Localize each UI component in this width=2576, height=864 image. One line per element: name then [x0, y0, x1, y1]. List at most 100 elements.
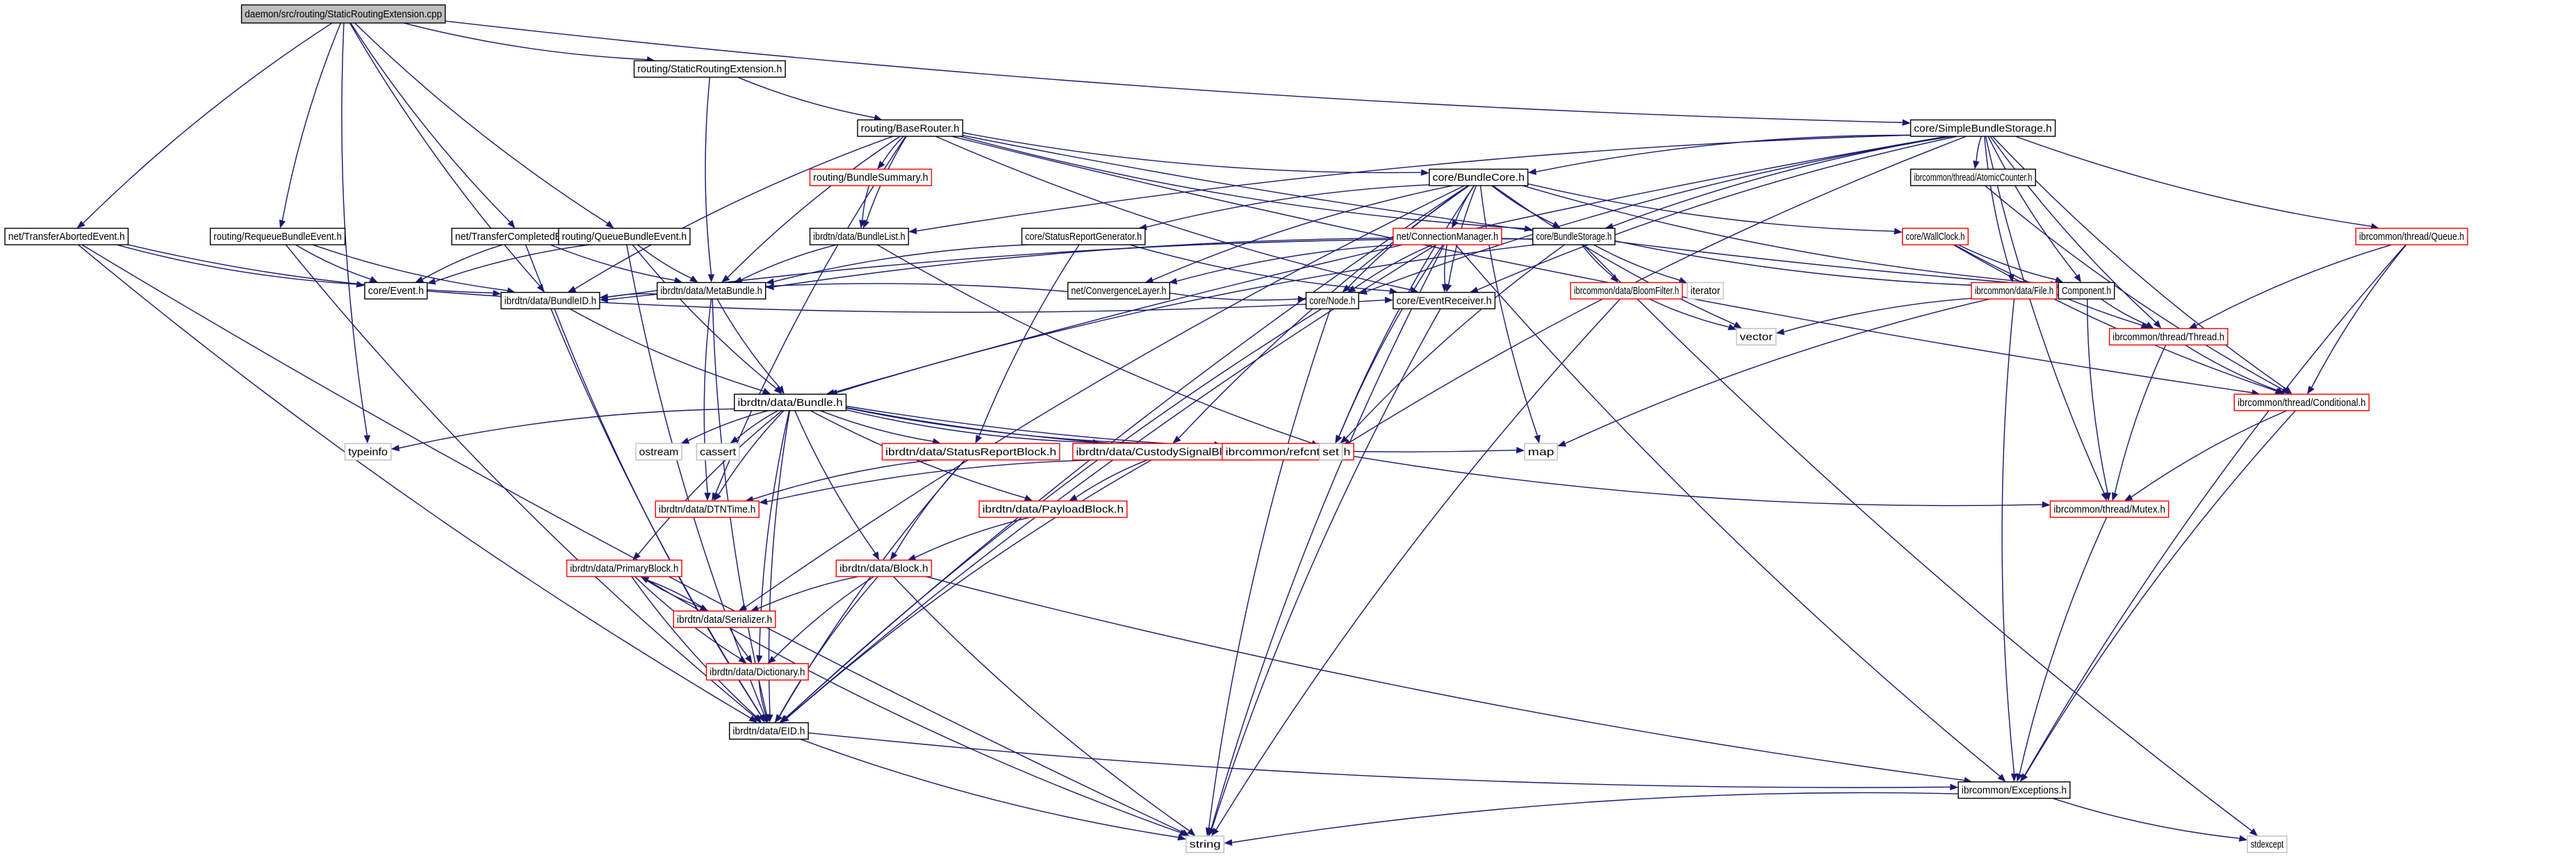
node-bcore[interactable]: core/BundleCore.h	[1429, 168, 1529, 186]
arrowhead-icon	[2111, 492, 2118, 501]
node-box	[728, 722, 809, 740]
arrowhead-icon	[1973, 160, 1980, 170]
node-box	[1687, 282, 1724, 300]
edge-exc-to-stdexcept	[2052, 797, 2240, 839]
node-bundle[interactable]: ibrdtn/data/Bundle.h	[734, 393, 847, 411]
node-atomic[interactable]: ibrcommon/thread/AtomicCounter.h	[1910, 168, 2036, 186]
node-csb[interactable]: ibrdtn/data/CustodySignalBlock.h	[1072, 443, 1254, 461]
node-block[interactable]: ibrdtn/data/Block.h	[835, 560, 933, 578]
node-cond[interactable]: ibrcommon/thread/Conditional.h	[2233, 393, 2370, 411]
node-bstor[interactable]: core/BundleStorage.h	[1532, 227, 1616, 245]
node-meta[interactable]: ibrdtn/data/MetaBundle.h	[656, 282, 766, 300]
node-eid[interactable]: ibrdtn/data/EID.h	[728, 722, 809, 740]
edge-bcore-to-cl	[1152, 185, 1453, 281]
arrowhead-icon	[780, 715, 789, 723]
arrowhead-icon	[1347, 285, 1356, 293]
arrowhead-icon	[1441, 284, 1449, 293]
node-box	[1318, 443, 1343, 461]
node-br[interactable]: routing/BaseRouter.h	[857, 119, 964, 137]
arrowhead-icon	[2144, 321, 2154, 329]
node-er[interactable]: core/EventReceiver.h	[1393, 291, 1496, 309]
node-payload[interactable]: ibrdtn/data/PayloadBlock.h	[978, 500, 1128, 519]
node-comp[interactable]: Component.h	[2058, 282, 2115, 300]
arrowhead-icon	[1470, 286, 1479, 293]
node-root[interactable]: daemon/src/routing/StaticRoutingExtensio…	[240, 4, 446, 24]
node-bid[interactable]: ibrdtn/data/BundleID.h	[500, 291, 600, 309]
node-thread[interactable]: ibrcommon/thread/Thread.h	[2108, 327, 2229, 345]
node-box	[2355, 227, 2468, 245]
node-cm[interactable]: net/ConnectionManager.h	[1393, 227, 1502, 245]
arrowhead-icon	[1297, 295, 1306, 302]
node-bsum[interactable]: routing/BundleSummary.h	[809, 168, 933, 186]
node-rbe[interactable]: routing/RequeueBundleEvent.h	[209, 227, 346, 245]
edge-block-to-serial	[757, 576, 859, 610]
node-event[interactable]: core/Event.h	[364, 282, 428, 300]
node-wall[interactable]: core/WallClock.h	[1901, 227, 1969, 245]
arrowhead-icon	[1335, 434, 1343, 444]
arrowhead-icon	[877, 161, 885, 170]
arrowhead-icon	[1950, 783, 1959, 791]
arrowhead-icon	[599, 296, 608, 303]
node-label: ibrdtn/data/Serializer.h	[677, 614, 772, 626]
edge-bstor-to-bundle	[837, 244, 1536, 393]
edge-sreh-to-meta	[705, 76, 712, 275]
node-qbe[interactable]: routing/QueueBundleEvent.h	[558, 227, 691, 245]
node-box	[696, 443, 740, 461]
node-bloom[interactable]: ibrcommon/data/BloomFilter.h	[1570, 282, 1683, 300]
node-tce[interactable]: net/TransferCompletedEvent.h	[451, 227, 592, 245]
node-box	[835, 560, 933, 578]
arrowhead-icon	[507, 220, 516, 229]
edge-root-to-tce	[350, 22, 511, 222]
edge-meta-to-dtntime	[703, 299, 712, 493]
node-queue[interactable]: ibrcommon/thread/Queue.h	[2355, 227, 2468, 245]
edge-sbs-to-queue	[2015, 136, 2372, 227]
arrowhead-icon	[762, 714, 769, 723]
edge-bstor-to-set	[1345, 244, 1565, 439]
node-file[interactable]: ibrcommon/data/File.h	[1971, 282, 2058, 300]
node-label: ibrcommon/Exceptions.h	[1962, 785, 2067, 797]
node-box	[655, 500, 760, 519]
node-box	[209, 227, 346, 245]
node-label: ibrcommon/data/File.h	[1975, 286, 2053, 297]
edge-qbe-to-meta	[637, 244, 691, 279]
edge-sbs-to-mutex	[1985, 136, 2105, 494]
edge-wall-to-cond	[1953, 244, 2276, 391]
edge-thread-to-mutex	[2114, 344, 2167, 494]
edge-cond-to-exc	[2024, 410, 2296, 776]
node-label: ibrdtn/data/PayloadBlock.h	[983, 505, 1124, 516]
arrowhead-icon	[536, 284, 545, 293]
node-box	[1524, 443, 1558, 461]
node-box	[344, 443, 392, 461]
arrowhead-icon	[1208, 827, 1215, 836]
edge-br-to-meta	[727, 136, 901, 278]
node-dtntime[interactable]: ibrdtn/data/DTNTime.h	[655, 500, 760, 519]
node-label: ibrcommon/thread/AtomicCounter.h	[1914, 172, 2032, 184]
node-serial[interactable]: ibrdtn/data/Serializer.h	[673, 610, 776, 628]
node-srg[interactable]: core/StatusReportGenerator.h	[1021, 227, 1146, 245]
node-exc[interactable]: ibrcommon/Exceptions.h	[1958, 781, 2071, 799]
arrowhead-icon	[733, 276, 743, 283]
edge-meta-to-bid	[607, 293, 657, 298]
node-primary[interactable]: ibrdtn/data/PrimaryBlock.h	[566, 560, 682, 578]
node-sbs[interactable]: core/SimpleBundleStorage.h	[1910, 119, 2056, 137]
node-label: core/SimpleBundleStorage.h	[1914, 123, 2052, 134]
node-tae[interactable]: net/TransferAbortedEvent.h	[4, 227, 129, 245]
node-sreh[interactable]: routing/StaticRoutingExtension.h	[633, 60, 786, 78]
edge-cm-to-set	[1338, 244, 1444, 437]
node-mutex[interactable]: ibrcommon/thread/Mutex.h	[2049, 500, 2169, 519]
node-box	[978, 500, 1128, 519]
node-srb[interactable]: ibrdtn/data/StatusReportBlock.h	[881, 443, 1060, 461]
arrowhead-icon	[415, 276, 424, 283]
edge-wall-to-comp	[1958, 244, 2056, 281]
node-box	[1393, 291, 1496, 309]
arrowhead-icon	[1557, 440, 1566, 447]
node-box	[1067, 282, 1170, 300]
node-blist[interactable]: ibrdtn/data/BundleList.h	[809, 227, 910, 245]
edge-bcore-to-comp	[1522, 185, 2051, 285]
node-dict[interactable]: ibrdtn/data/Dictionary.h	[705, 662, 809, 681]
edge-br-to-cond	[951, 136, 2252, 393]
node-cl[interactable]: net/ConvergenceLayer.h	[1067, 282, 1170, 300]
edge-file-to-map	[1565, 298, 1990, 444]
node-node[interactable]: core/Node.h	[1305, 291, 1359, 309]
